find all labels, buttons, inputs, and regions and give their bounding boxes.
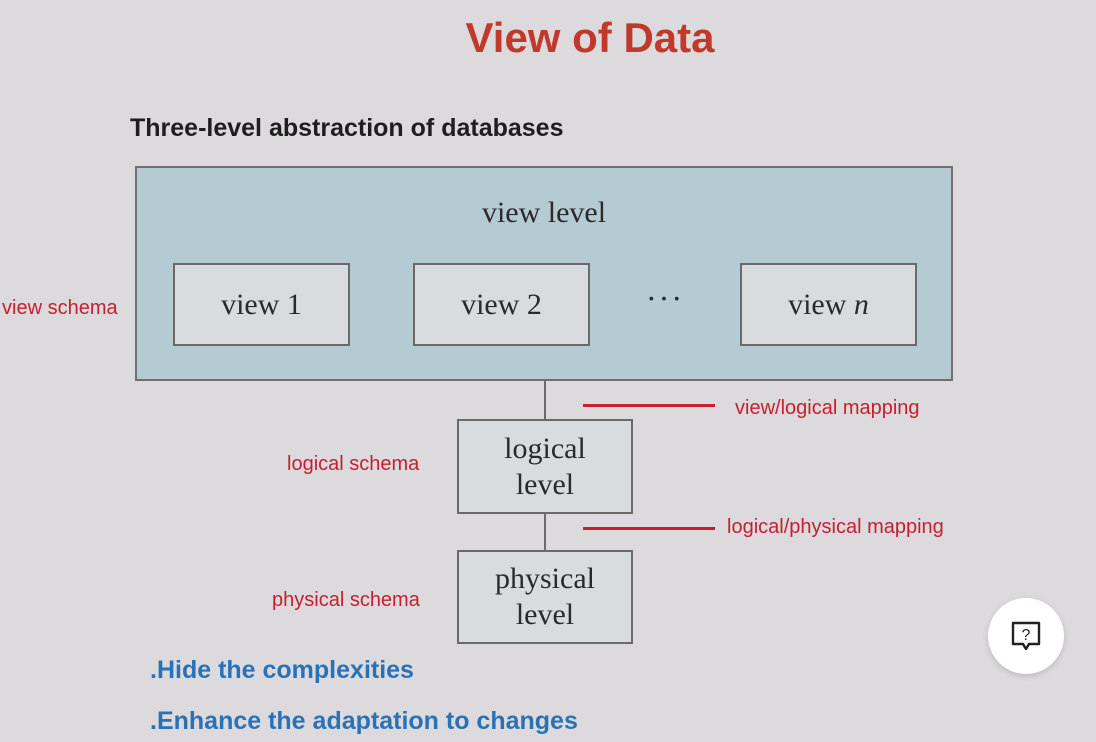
connector-view-logical [544,381,546,420]
slide-subtitle: Three-level abstraction of databases [130,114,564,142]
view-logical-mapping-label: view/logical mapping [735,397,920,419]
logical-level-line-2: level [515,467,575,501]
logical-level-line-1: logical [504,431,586,465]
connector-logical-physical [544,513,546,551]
view-logical-mapping-line [583,404,715,407]
logical-schema-label: logical schema [287,453,420,475]
help-button[interactable]: ? [988,598,1064,674]
views-ellipsis: ··· [646,280,684,316]
bullet-hide-complexities: .Hide the complexities [150,656,414,684]
view-2-label: view 2 [461,287,542,321]
bullet-enhance-adaptation: .Enhance the adaptation to changes [150,707,578,735]
help-question-icon: ? [1011,621,1041,651]
svg-text:?: ? [1022,627,1031,644]
view-n-box: view n [740,263,917,346]
slide-title: View of Data [465,14,715,61]
view-n-label: view n [788,287,869,321]
physical-level-line-1: physical [495,562,595,595]
physical-schema-label: physical schema [272,589,420,611]
logical-level-box: logical level [457,419,633,514]
physical-level-line-2: level [515,598,575,631]
view-level-label: view level [481,196,607,229]
physical-level-box: physical level [457,550,633,644]
logical-physical-mapping-line [583,527,715,530]
logical-physical-mapping-label: logical/physical mapping [727,516,944,538]
view-1-box: view 1 [173,263,350,346]
view-schema-label: view schema [2,297,118,319]
view-1-label: view 1 [221,287,302,321]
view-2-box: view 2 [413,263,590,346]
